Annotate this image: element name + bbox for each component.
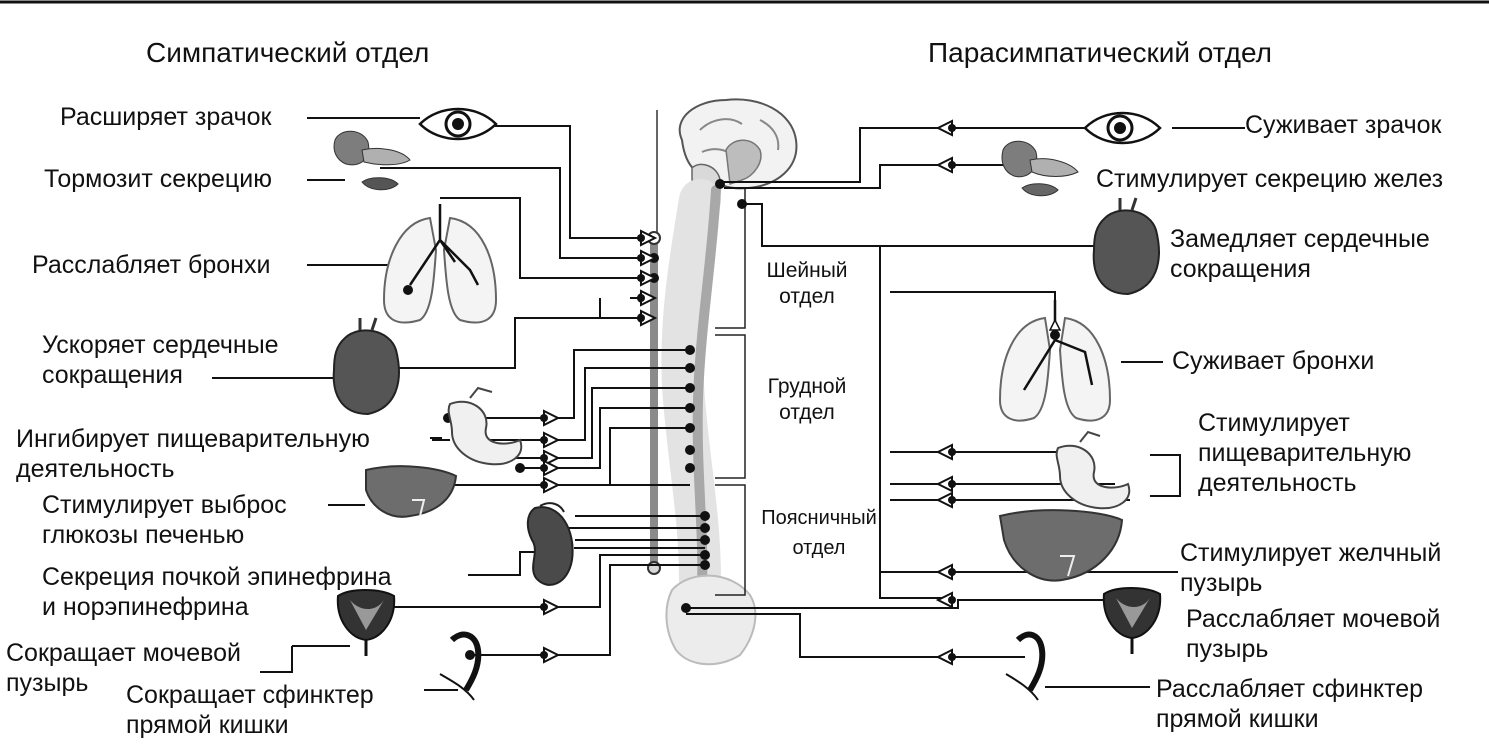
sympathetic-title: Симпатический отдел xyxy=(146,37,430,68)
para-effect-line: Стимулирует xyxy=(1198,409,1350,437)
sym-effect-sphincter-contract: Сокращает сфинктер прямой кишки xyxy=(126,680,374,740)
rectum-icon-right xyxy=(1005,631,1046,701)
para-effect-line: деятельность xyxy=(1198,469,1357,497)
sym-effect-line: Секреция почкой эпинефрина xyxy=(42,563,392,591)
lumbar-line-2: отдел xyxy=(792,537,846,559)
sym-effect-line: сокращения xyxy=(42,361,183,389)
lungs-icon-right xyxy=(998,300,1112,422)
parasympathetic-pathways xyxy=(686,127,1245,688)
sym-effect-line: Расширяет зрачок xyxy=(60,103,272,131)
para-effect-bronchi-constrict: Суживает бронхи xyxy=(1172,346,1374,376)
para-effect-pupil-constrict: Суживает зрачок xyxy=(1245,110,1441,140)
lumbar-line-1: Поясничный xyxy=(761,507,877,529)
sym-effect-line: Расслабляет бронхи xyxy=(32,251,271,279)
sym-effect-bronchi-relax: Расслабляет бронхи xyxy=(32,250,270,280)
para-effect-line: пузырь xyxy=(1186,635,1269,663)
bladder-icon-left xyxy=(336,589,396,656)
rectum-icon-left xyxy=(439,631,482,701)
sym-effect-glucose-release: Стимулирует выброс глюкозы печенью xyxy=(42,490,287,550)
sym-effect-line: Сокращает мочевой xyxy=(6,639,241,667)
brain-and-spinal-cord xyxy=(647,98,798,666)
sym-effect-heart-accelerate: Ускоряет сердечные сокращения xyxy=(42,330,279,390)
sympathetic-pathways xyxy=(212,117,705,691)
cervical-line-1: Шейный xyxy=(766,259,848,282)
thoracic-line-1: Грудной xyxy=(767,375,847,398)
sym-effect-line: Ингибирует пищеварительную xyxy=(16,425,370,453)
para-effect-line: сокращения xyxy=(1170,255,1311,283)
thoracic-line-2: отдел xyxy=(779,401,835,424)
para-effect-line: пузырь xyxy=(1180,569,1263,597)
para-effect-sphincter-relax: Расслабляет сфинктер прямой кишки xyxy=(1156,674,1423,734)
heart-icon-right xyxy=(1092,197,1160,296)
para-effect-bladder-relax: Расслабляет мочевой пузырь xyxy=(1186,604,1440,664)
parasympathetic-title: Парасимпатический отдел xyxy=(928,37,1272,68)
spine-section-brackets xyxy=(715,188,746,596)
sym-effect-line: Стимулирует выброс xyxy=(42,491,287,519)
para-effect-line: прямой кишки xyxy=(1156,705,1319,733)
kidney-icon xyxy=(526,502,574,586)
para-effect-line: Расслабляет сфинктер xyxy=(1156,675,1424,703)
para-effect-heart-slow: Замедляет сердечные сокращения xyxy=(1170,224,1430,284)
sym-effect-line: Ускоряет сердечные xyxy=(42,331,279,359)
stomach-icon-left xyxy=(447,386,523,466)
para-effect-line: пищеварительную xyxy=(1198,439,1412,467)
sym-effect-bladder-contract: Сокращает мочевой пузырь xyxy=(6,638,241,698)
salivary-gland-icon-left xyxy=(333,130,411,191)
eye-icon-right xyxy=(1083,111,1162,145)
para-effect-gallbladder-stimulate: Стимулирует желчный пузырь xyxy=(1180,538,1441,598)
liver-icon-right xyxy=(998,509,1124,582)
sym-effect-pupil-dilation: Расширяет зрачок xyxy=(60,102,272,132)
para-effect-line: Расслабляет мочевой xyxy=(1186,605,1441,633)
para-effect-digestion-stimulate: Стимулирует пищеварительную деятельность xyxy=(1198,408,1411,498)
para-effect-line: Замедляет сердечные xyxy=(1170,225,1430,253)
liver-icon-left xyxy=(365,465,458,518)
thoracic-section-label: Грудной отдел xyxy=(752,374,862,426)
para-effect-line: Стимулирует секрецию желез xyxy=(1096,165,1444,193)
cervical-line-2: отдел xyxy=(779,285,835,308)
sym-effect-line: и норэпинефрина xyxy=(42,593,249,621)
sym-effect-line: деятельность xyxy=(16,455,175,483)
sym-effect-kidney-epinephrine: Секреция почкой эпинефрина и норэпинефри… xyxy=(42,562,392,622)
para-effect-line: Суживает зрачок xyxy=(1245,111,1442,139)
heart-icon-left xyxy=(332,317,400,416)
sym-effect-digestion-inhibit: Ингибирует пищеварительную деятельность xyxy=(16,424,370,484)
para-effect-gland-secretion: Стимулирует секрецию желез xyxy=(1096,164,1443,194)
sym-effect-line: пузырь xyxy=(6,669,89,697)
sym-effect-line: Сокращает сфинктер xyxy=(126,681,374,709)
para-effect-line: Суживает бронхи xyxy=(1172,347,1375,375)
eye-icon-left xyxy=(418,107,498,141)
para-effect-line: Стимулирует желчный xyxy=(1180,539,1442,567)
salivary-gland-icon-right xyxy=(1001,140,1079,197)
lumbar-section-label: Поясничный отдел xyxy=(748,503,890,563)
sym-effect-line: Тормозит секрецию xyxy=(44,165,272,193)
sym-effect-line: глюкозы печенью xyxy=(42,521,245,549)
stomach-icon-right xyxy=(1055,430,1131,510)
lungs-icon-left xyxy=(382,204,498,324)
cervical-section-label: Шейный отдел xyxy=(752,258,862,310)
bladder-icon-right xyxy=(1102,587,1162,654)
sym-effect-secretion-inhibit: Тормозит секрецию xyxy=(44,164,272,194)
sym-effect-line: прямой кишки xyxy=(126,711,289,739)
